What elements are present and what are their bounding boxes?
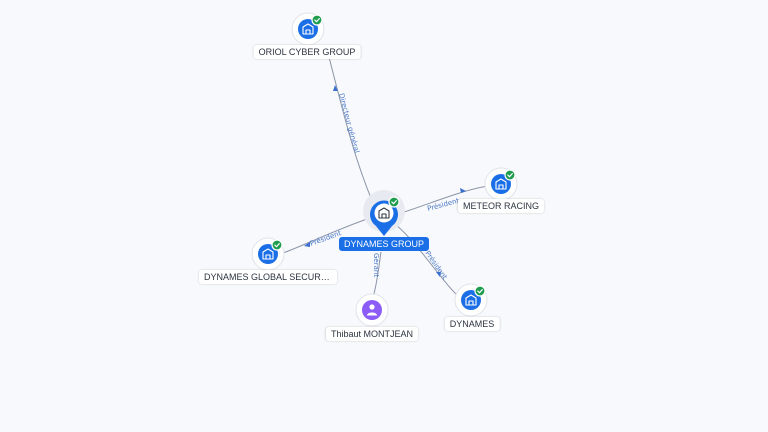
edge-label-thibaut: Gérant <box>372 253 380 277</box>
node-dynames-global-security[interactable] <box>251 237 285 271</box>
building-icon <box>495 178 507 190</box>
arrow-oriol <box>333 85 338 91</box>
arrow-dynames <box>436 272 441 277</box>
building-icon <box>262 248 274 260</box>
node-label-meteor-racing[interactable]: METEOR RACING <box>457 199 545 213</box>
person-icon <box>367 304 377 316</box>
edge-dynames-global-security <box>282 217 371 254</box>
node-label-dynames-global-security[interactable]: DYNAMES GLOBAL SECURITY <box>199 270 337 284</box>
node-thibaut-montjean[interactable] <box>355 293 389 327</box>
verified-check-icon <box>271 239 283 251</box>
edge-meteor-racing <box>397 185 489 215</box>
node-label-dynames-group[interactable]: DYNAMES GROUP <box>338 237 430 251</box>
building-icon <box>302 23 314 35</box>
building-icon <box>465 294 477 306</box>
verified-check-icon <box>388 196 400 208</box>
edge-label-oriol: Directeur général <box>337 92 361 153</box>
node-meteor-racing[interactable] <box>484 167 518 201</box>
node-oriol-cyber-group[interactable] <box>291 12 325 46</box>
edge-dynames <box>394 223 463 301</box>
arrow-meteor <box>460 188 466 193</box>
node-label-thibaut-montjean[interactable]: Thibaut MONTJEAN <box>325 327 419 341</box>
node-dynames[interactable] <box>454 283 488 317</box>
node-label-oriol-cyber-group[interactable]: ORIOL CYBER GROUP <box>253 45 361 59</box>
edge-label-global: Président <box>309 229 343 248</box>
verified-check-icon <box>474 285 486 297</box>
building-icon <box>378 207 390 219</box>
verified-check-icon <box>311 14 323 26</box>
arrow-global <box>304 242 310 247</box>
node-label-dynames[interactable]: DYNAMES <box>444 317 500 331</box>
edge-oriol-cyber-group <box>328 56 374 204</box>
node-dynames-group[interactable] <box>363 190 405 236</box>
verified-check-icon <box>504 169 516 181</box>
edge-label-meteor: Président <box>426 197 460 213</box>
edge-label-dynames: Président <box>423 250 448 282</box>
